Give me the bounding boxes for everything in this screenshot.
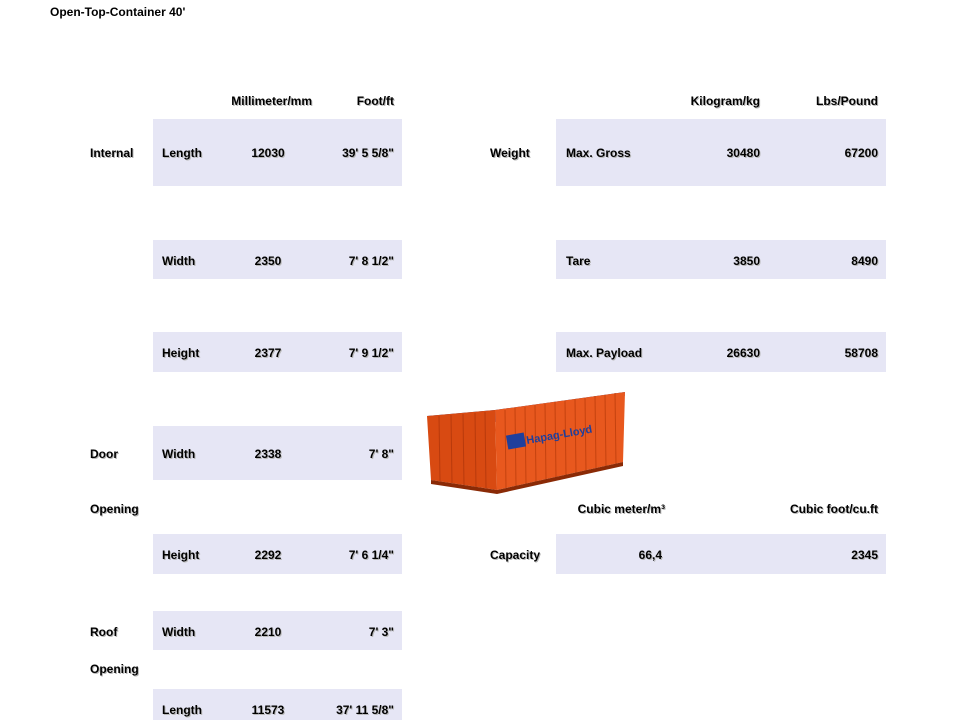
row-ft-value: 7' 3" xyxy=(368,625,394,639)
row-mm-value: 2292 xyxy=(254,548,282,562)
weight-lbs-value: 58708 xyxy=(844,346,878,360)
row-ft-value: 7' 8 1/2" xyxy=(348,254,394,268)
row-mm-value: 11573 xyxy=(251,703,285,717)
row-ft-value: 39' 5 5/8" xyxy=(342,146,394,160)
row-mm-value: 2210 xyxy=(254,625,282,639)
row-bg-internal-length xyxy=(153,119,402,186)
row-mm-value: 2377 xyxy=(254,346,282,360)
container-side-wall xyxy=(495,392,625,490)
weight-kg-value: 26630 xyxy=(726,346,760,360)
row-bg-internal-height xyxy=(153,332,402,372)
capacity-cuft-value: 2345 xyxy=(851,548,878,562)
row-bg-internal-width xyxy=(153,240,402,279)
weight-kg-value: 3850 xyxy=(733,254,760,268)
row-bg-tare xyxy=(556,240,886,279)
weight-lbs-value: 8490 xyxy=(851,254,878,268)
weight-kg-value: 30480 xyxy=(726,146,760,160)
section-door: Door xyxy=(90,447,118,461)
weight-row-label: Max. Gross xyxy=(566,146,631,160)
row-ft-value: 7' 8" xyxy=(368,447,394,461)
weight-lbs-value: 67200 xyxy=(844,146,878,160)
section-opening: Opening xyxy=(90,502,139,516)
container-corrugation xyxy=(504,392,617,489)
col-header-kilogram: Kilogram/kg xyxy=(690,94,760,108)
row-label: Length xyxy=(162,703,202,717)
row-bg-roof-length xyxy=(153,689,402,720)
section-weight: Weight xyxy=(490,146,530,160)
row-mm-value: 2350 xyxy=(254,254,282,268)
row-ft-value: 37' 11 5/8" xyxy=(336,703,394,717)
capacity-m3-value: 66,4 xyxy=(638,548,662,562)
section-opening-roof: Opening xyxy=(90,662,139,676)
weight-row-label: Max. Payload xyxy=(566,346,643,360)
col-header-cubic-foot: Cubic foot/cu.ft xyxy=(790,502,878,516)
row-bg-capacity xyxy=(556,534,886,574)
row-bg-max-payload xyxy=(556,332,886,372)
section-internal: Internal xyxy=(90,146,134,160)
container-end-corrugation xyxy=(438,411,487,489)
col-header-pound: Lbs/Pound xyxy=(816,94,878,108)
row-bg-roof-width xyxy=(153,611,402,650)
container-end-face xyxy=(427,410,497,490)
row-mm-value: 2338 xyxy=(254,447,282,461)
row-bg-door-width xyxy=(153,426,402,480)
row-mm-value: 12030 xyxy=(251,146,285,160)
weight-row-label: Tare xyxy=(566,254,591,268)
row-label: Length xyxy=(162,146,202,160)
open-top-container-image: Hapag-Lloyd xyxy=(427,392,625,494)
row-bg-max-gross xyxy=(556,119,886,186)
row-label: Height xyxy=(162,548,200,562)
row-label: Width xyxy=(162,447,196,461)
row-label: Width xyxy=(162,625,196,639)
col-header-cubic-meter: Cubic meter/m³ xyxy=(577,502,665,516)
col-header-foot: Foot/ft xyxy=(356,94,394,108)
section-roof: Roof xyxy=(90,625,118,639)
row-ft-value: 7' 6 1/4" xyxy=(348,548,394,562)
row-label: Height xyxy=(162,346,200,360)
row-bg-door-height xyxy=(153,534,402,574)
col-header-millimeter: Millimeter/mm xyxy=(231,94,312,108)
row-ft-value: 7' 9 1/2" xyxy=(348,346,394,360)
section-capacity: Capacity xyxy=(490,548,541,562)
page-title: Open-Top-Container 40' xyxy=(50,5,186,19)
row-label: Width xyxy=(162,254,196,268)
